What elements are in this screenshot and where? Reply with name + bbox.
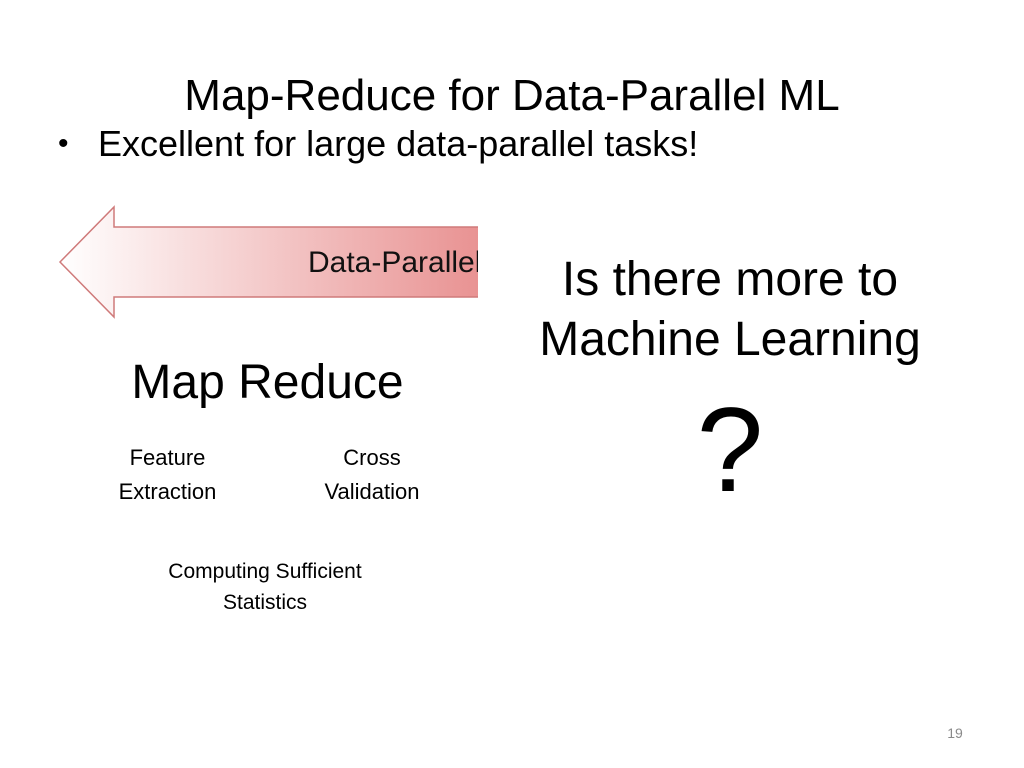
question-mark: ?	[696, 383, 764, 517]
slide-number: 19	[947, 725, 963, 741]
computing-statistics-line-2: Statistics	[222, 591, 308, 614]
question-line-1: Is there more to	[561, 253, 899, 306]
computing-statistics-label: Computing Sufficient Statistics	[130, 556, 400, 618]
left-arrow-shape	[58, 205, 478, 319]
map-reduce-heading: Map Reduce	[131, 356, 404, 409]
question-line-2: Machine Learning	[539, 313, 921, 366]
computing-statistics-line-1: Computing Sufficient	[168, 560, 362, 583]
data-parallel-arrow: Data-Parallel	[58, 205, 478, 320]
bullet-item: • Excellent for large data-parallel tasks…	[58, 122, 698, 166]
question-text: Is there more to Machine Learning	[510, 250, 950, 370]
feature-extraction-label: Feature Extraction	[90, 441, 245, 509]
cross-validation-line-2: Validation	[324, 479, 420, 504]
bullet-text: Excellent for large data-parallel tasks!	[98, 123, 699, 164]
cross-validation-line-1: Cross	[343, 445, 401, 470]
cross-validation-label: Cross Validation	[297, 441, 447, 509]
feature-extraction-line-1: Feature	[129, 445, 206, 470]
slide-title: Map-Reduce for Data-Parallel ML	[184, 71, 840, 120]
arrow-label: Data-Parallel	[308, 246, 478, 279]
feature-extraction-line-2: Extraction	[118, 479, 217, 504]
arrow-body	[58, 205, 478, 319]
bullet-marker: •	[58, 127, 69, 160]
